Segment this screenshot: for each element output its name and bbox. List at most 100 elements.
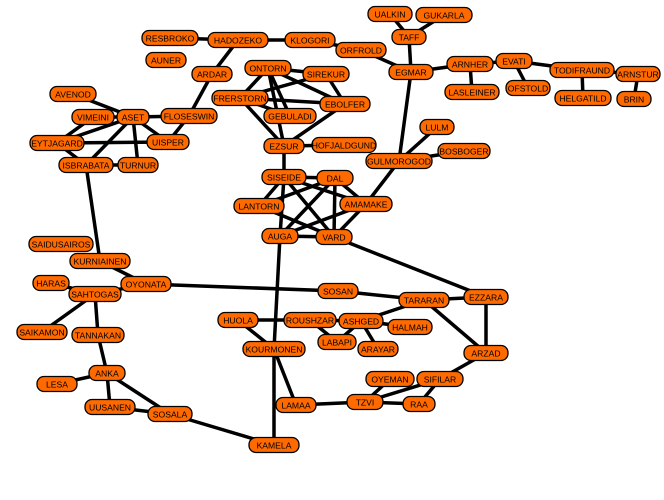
node-label: LABAPI (322, 338, 352, 348)
node-box (339, 195, 393, 213)
node-lamaa: LAMAA (275, 396, 317, 414)
node-label: FRERSTORN (213, 94, 266, 104)
node-gukarla: GUKARLA (415, 6, 473, 24)
node-label: EYTJAGARD (31, 139, 83, 149)
node-label: SAIKAMON (19, 328, 64, 338)
node-label: GULMOROGOD (367, 157, 431, 167)
node-uisper: UISPER (146, 133, 190, 151)
node-box (16, 323, 68, 341)
node-vard: VARD (315, 228, 353, 246)
node-label: ARNSTUR (617, 70, 659, 80)
node-ardar: ARDAR (191, 65, 233, 83)
node-label: HELGATILD (559, 94, 606, 104)
node-label: ROUSHZAR (286, 316, 334, 326)
node-label: BRIN (624, 95, 645, 105)
node-box (36, 375, 78, 393)
node-eytjagard: EYTJAGARD (29, 134, 85, 152)
node-label: AMAMAKE (345, 200, 388, 210)
node-box (88, 364, 126, 382)
edge-auga-kourmonen (272, 234, 282, 351)
node-uusanen: UUSANEN (84, 398, 136, 416)
node-box (616, 90, 652, 108)
edge-vard-ezzara (332, 235, 488, 299)
node-label: EVATI (502, 57, 526, 67)
node-box (69, 252, 131, 270)
node-sosala: SOSALA (147, 405, 193, 423)
node-box (335, 41, 387, 59)
node-sosan: SOSAN (317, 282, 359, 300)
node-floseswin: FLOSESWIN (160, 107, 218, 125)
node-label: TANNAKAN (75, 331, 121, 341)
node-box (84, 398, 136, 416)
node-label: TODIFRAUND (554, 66, 610, 76)
node-tararan: TARARAN (398, 291, 450, 309)
node-box (160, 107, 218, 125)
node-label: FLOSESWIN (164, 112, 215, 122)
node-box (365, 370, 415, 388)
node-box (416, 370, 464, 388)
node-box (68, 285, 122, 303)
node-box (365, 152, 433, 170)
node-label: LULM (426, 123, 449, 133)
edge-ontorn-ezsur (266, 66, 286, 148)
node-box (398, 291, 450, 309)
node-label: EGMAR (395, 68, 427, 78)
node-box (207, 31, 269, 49)
node-label: KAMELA (257, 441, 292, 451)
node-saikamon: SAIKAMON (16, 323, 68, 341)
node-sifilar: SIFILAR (416, 370, 464, 388)
node-label: VARD (322, 233, 345, 243)
node-auga: AUGA (261, 227, 299, 245)
node-label: RAA (410, 400, 428, 410)
node-box (244, 59, 292, 77)
node-siseide: SISEIDE (261, 168, 307, 186)
node-box (191, 65, 233, 83)
node-label: ONTORN (249, 64, 286, 74)
edge-isbrabata-kurniainen (84, 163, 102, 263)
node-box (302, 65, 350, 83)
node-label: ARDAR (197, 70, 227, 80)
node-avenod: AVENOD (49, 85, 97, 103)
node-box (120, 275, 172, 293)
node-roushzar: ROUSHZAR (283, 311, 337, 329)
node-label: SOSAN (323, 287, 353, 297)
node-label: SAIDUSAIROS (32, 240, 91, 250)
node-aset: ASET (116, 108, 150, 126)
node-box (263, 137, 305, 155)
node-orfrold: ORFROLD (335, 41, 387, 59)
node-box (402, 395, 436, 413)
node-anka: ANKA (88, 364, 126, 382)
node-ashged: ASHGED (338, 312, 384, 330)
edge-kourmonen-lamaa (272, 347, 298, 407)
node-box (444, 83, 500, 101)
node-label: AUGA (268, 232, 293, 242)
node-label: TARARAN (404, 296, 444, 306)
node-lesa: LESA (36, 375, 78, 393)
node-label: EBOLFER (325, 100, 365, 110)
node-label: BOSBOGER (439, 147, 488, 157)
node-lulm: LULM (419, 118, 455, 136)
node-box (146, 133, 190, 151)
node-todifraund: TODIFRAUND (549, 61, 615, 79)
node-box (117, 156, 159, 174)
node-amamake: AMAMAKE (339, 195, 393, 213)
node-box (315, 228, 353, 246)
node-box (463, 288, 509, 306)
node-box (275, 396, 317, 414)
node-box (505, 79, 551, 97)
node-halmah: HALMAH (387, 318, 433, 336)
node-label: LASLEINER (448, 88, 495, 98)
node-oyonata: OYONATA (120, 275, 172, 293)
node-label: ARAYAR (361, 345, 395, 355)
node-ezzara: EZZARA (463, 288, 509, 306)
node-box (145, 51, 187, 69)
node-label: AVENOD (55, 90, 91, 100)
node-box (317, 282, 359, 300)
node-box (319, 95, 371, 113)
node-box (233, 197, 285, 215)
node-label: SOSALA (153, 410, 188, 420)
node-box (283, 311, 337, 329)
node-hadozeko: HADOZEKO (207, 31, 269, 49)
node-label: OYONATA (126, 280, 167, 290)
